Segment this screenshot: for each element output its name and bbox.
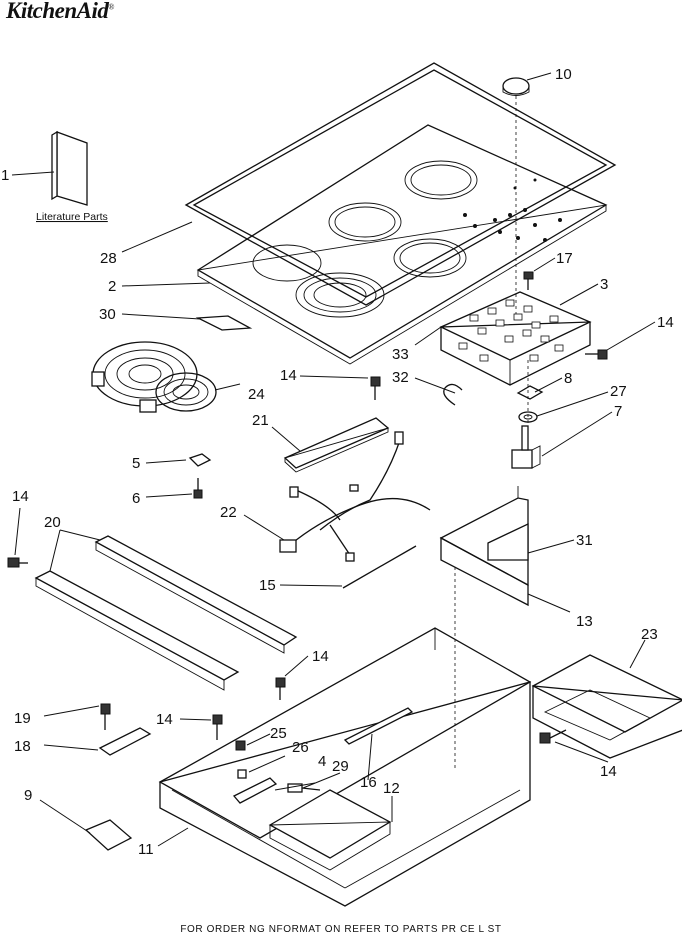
terminal-block-plate xyxy=(98,727,152,756)
label-30: 30 xyxy=(99,306,116,323)
wire-loop xyxy=(443,383,463,406)
label-15: 15 xyxy=(259,577,276,594)
inner-bracket xyxy=(268,789,392,871)
label-8: 8 xyxy=(564,370,572,387)
label-3: 3 xyxy=(600,276,608,293)
label-19: 19 xyxy=(14,710,31,727)
terminal-rod xyxy=(342,545,417,589)
cooktop-frame xyxy=(184,62,617,306)
label-14b: 14 xyxy=(280,367,297,384)
label-18: 18 xyxy=(14,738,31,755)
label-14f: 14 xyxy=(600,763,617,780)
cover-plate xyxy=(84,819,133,851)
mounting-rail-a xyxy=(94,535,298,654)
screw-14-box-b xyxy=(275,677,286,700)
glass-cooktop xyxy=(196,124,608,365)
label-23: 23 xyxy=(641,626,658,643)
heat-shield xyxy=(439,486,529,607)
label-29: 29 xyxy=(332,758,349,775)
label-32: 32 xyxy=(392,369,409,386)
label-5: 5 xyxy=(132,455,140,472)
label-9: 9 xyxy=(24,787,32,804)
label-6: 6 xyxy=(132,490,140,507)
screw-14-jbox xyxy=(539,729,567,744)
control-knob xyxy=(502,77,530,96)
label-14a: 14 xyxy=(657,314,674,331)
label-13: 13 xyxy=(576,613,593,630)
label-2: 2 xyxy=(108,278,116,295)
cooktop-base-box xyxy=(158,627,532,907)
label-14d: 14 xyxy=(312,648,329,665)
screw-14-rail xyxy=(7,557,28,568)
brand-logo: KitchenAid® xyxy=(6,0,114,23)
label-17: 17 xyxy=(556,250,573,267)
leader-lines xyxy=(11,72,656,847)
label-25: 25 xyxy=(270,725,287,742)
label-24: 24 xyxy=(248,386,265,403)
label-28: 28 xyxy=(100,250,117,267)
label-31: 31 xyxy=(576,532,593,549)
screw-17 xyxy=(523,271,534,290)
label-27: 27 xyxy=(610,383,627,400)
screw-14-box-a xyxy=(212,714,223,740)
dual-surface-element xyxy=(91,341,217,413)
label-4: 4 xyxy=(318,753,326,770)
wire-harness xyxy=(279,431,431,562)
label-14c: 14 xyxy=(12,488,29,505)
label-7: 7 xyxy=(614,403,622,420)
screw-19 xyxy=(100,703,111,730)
screw-14-bracket xyxy=(585,349,608,360)
label-14e: 14 xyxy=(156,711,173,728)
terminal-block xyxy=(232,777,278,804)
ordering-info-footer: FOR ORDER NG NFORMAT ON REFER TO PARTS P… xyxy=(180,924,502,935)
label-22: 22 xyxy=(220,504,237,521)
label-1: 1 xyxy=(1,167,9,184)
label-26: 26 xyxy=(292,739,309,756)
label-20: 20 xyxy=(44,514,61,531)
nut-26 xyxy=(237,769,247,779)
label-33: 33 xyxy=(392,346,409,363)
part-number-labels: 1 Literature Parts 28 2 30 10 17 3 14 33… xyxy=(1,66,674,858)
screw-14-bracket2 xyxy=(370,376,381,400)
label-16: 16 xyxy=(360,774,377,791)
mounting-rail-b xyxy=(34,570,240,691)
literature-booklet xyxy=(51,130,88,206)
literature-parts-label: Literature Parts xyxy=(36,211,108,223)
junction-box xyxy=(531,654,682,759)
label-10: 10 xyxy=(555,66,572,83)
gasket xyxy=(516,385,544,400)
element-bracket xyxy=(283,417,390,473)
label-12: 12 xyxy=(383,780,400,797)
clip xyxy=(188,453,212,467)
infinite-switch xyxy=(511,425,541,469)
label-21: 21 xyxy=(252,412,269,429)
label-11: 11 xyxy=(138,841,154,858)
control-bracket xyxy=(439,291,592,386)
trim-clip xyxy=(195,315,253,331)
screw-25 xyxy=(235,740,246,751)
screw-6 xyxy=(193,478,203,499)
